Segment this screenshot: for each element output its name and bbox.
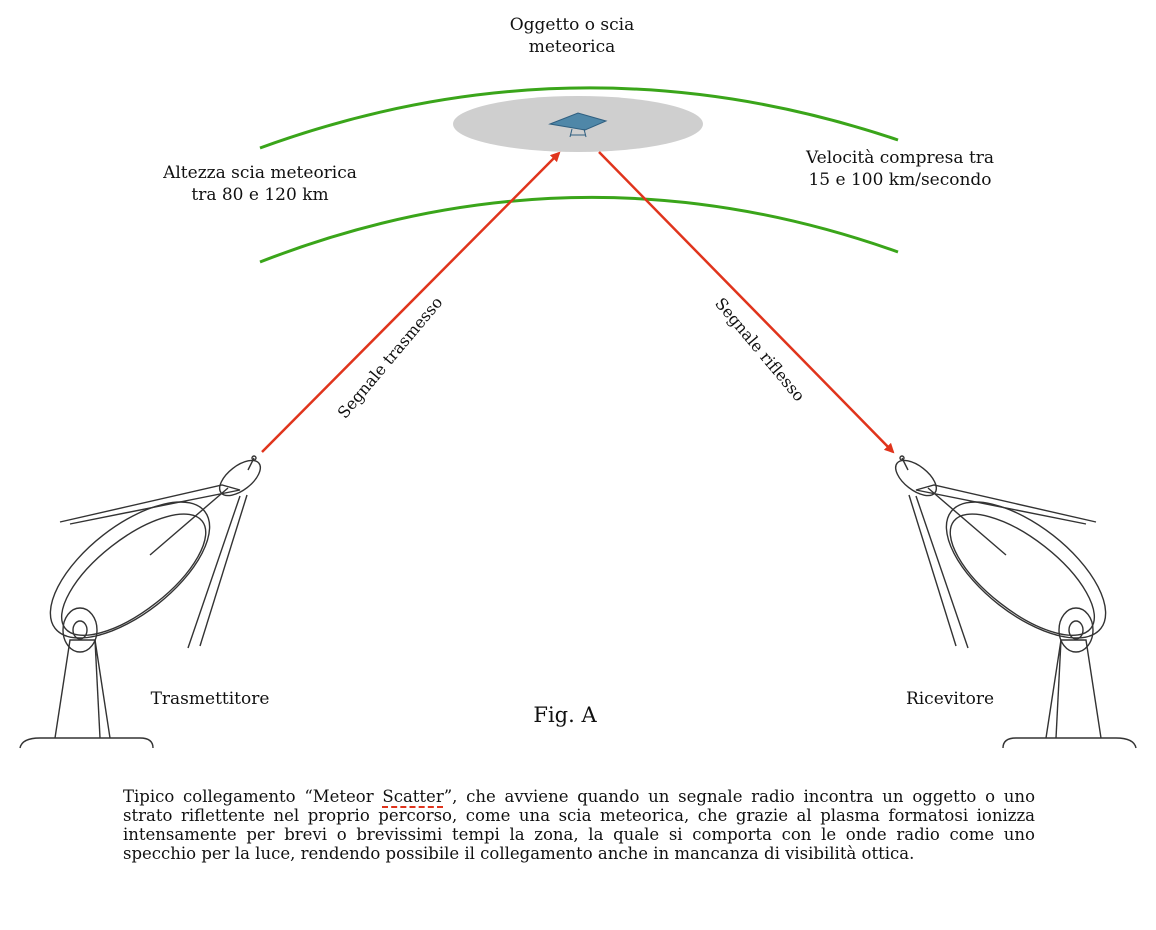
receiver-antenna [894, 455, 1137, 749]
figure-label: Fig. A [533, 703, 597, 727]
speed-label-line2: 15 e 100 km/secondo [808, 170, 992, 190]
caption-part1: Tipico collegamento “Meteor [123, 787, 383, 806]
meteor-scatter-diagram [19, 86, 1137, 749]
transmitter-label: Trasmettitore [150, 689, 270, 709]
receiver-label: Ricevitore [905, 689, 995, 709]
altitude-label: Altezza scia meteorica tra 80 e 120 km [130, 162, 390, 206]
meteor-object-label: Oggetto o scia meteorica [472, 14, 672, 58]
meteor-object-label-line2: meteorica [528, 37, 616, 57]
meteor-object-icon [548, 112, 608, 138]
speed-label-line1: Velocità compresa tra [805, 148, 995, 168]
lower-layer-arc [259, 195, 899, 264]
caption-part2: ”, che avviene quando un segnale radio i… [123, 787, 1035, 863]
reflected-signal-arrow [598, 151, 895, 454]
meteor-object-label-line1: Oggetto o scia [509, 15, 635, 35]
altitude-label-line2: tra 80 e 120 km [191, 185, 329, 205]
figure-caption: Tipico collegamento “Meteor Scatter”, ch… [123, 787, 1035, 863]
transmitted-signal-arrow [261, 151, 561, 453]
speed-label: Velocità compresa tra 15 e 100 km/second… [770, 147, 1030, 191]
upper-layer-arc [259, 86, 899, 150]
caption-flagged-word: Scatter [382, 787, 444, 806]
transmitter-antenna [19, 455, 262, 749]
altitude-label-line1: Altezza scia meteorica [163, 163, 357, 183]
